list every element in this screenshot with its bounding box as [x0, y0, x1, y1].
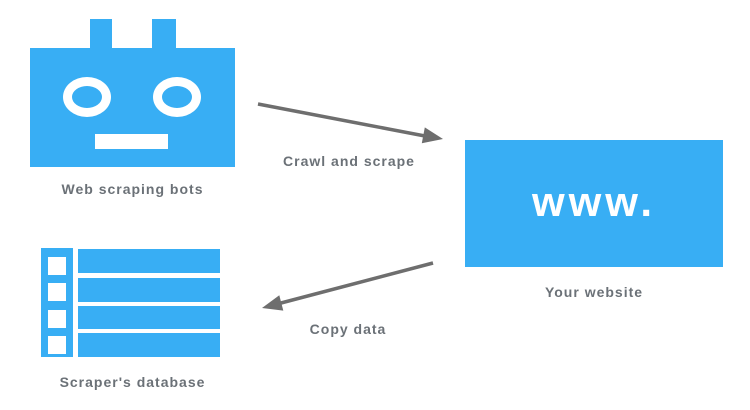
database-row-bar [78, 249, 220, 273]
database-bullet [48, 310, 66, 328]
crawl-and-scrape-arrow [257, 102, 443, 144]
robot-head [30, 48, 235, 167]
database-list-icon [41, 248, 220, 357]
database-row-bar [78, 278, 220, 302]
database-bullet [48, 283, 66, 301]
database-node-label: Scraper's database [59, 374, 206, 390]
robot-mouth [95, 134, 168, 149]
copy-data-arrow [262, 261, 434, 311]
copy-arrow-label: Copy data [309, 321, 387, 337]
crawl-arrow-label: Crawl and scrape [283, 153, 415, 169]
bots-node-label: Web scraping bots [61, 181, 204, 197]
robot-antenna-right [152, 19, 176, 53]
robot-eye-left [63, 77, 111, 117]
website-box: www. [465, 140, 723, 267]
database-row-bar [78, 333, 220, 357]
robot-antenna-left [90, 19, 112, 53]
robot-icon [30, 19, 235, 167]
website-www-text: www. [531, 177, 657, 225]
website-node-label: Your website [544, 284, 644, 300]
robot-eye-right [153, 77, 201, 117]
database-bullet [48, 336, 66, 354]
database-bullet [48, 257, 66, 275]
database-row-bar [78, 306, 220, 329]
